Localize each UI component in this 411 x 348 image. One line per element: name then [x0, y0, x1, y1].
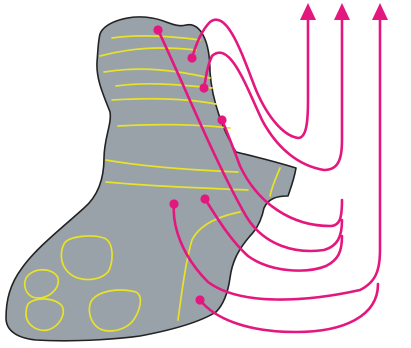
origin-dot [169, 199, 178, 208]
origin-dot [199, 83, 208, 92]
arrowhead-up [300, 3, 316, 20]
origin-dot [217, 115, 226, 124]
origin-dot [200, 194, 209, 203]
arrowhead-up [372, 3, 388, 20]
origin-dot [195, 295, 204, 304]
origin-dot [187, 53, 196, 62]
arrowhead-up [334, 3, 350, 20]
body-silhouette [6, 17, 296, 341]
origin-dot [153, 25, 162, 34]
